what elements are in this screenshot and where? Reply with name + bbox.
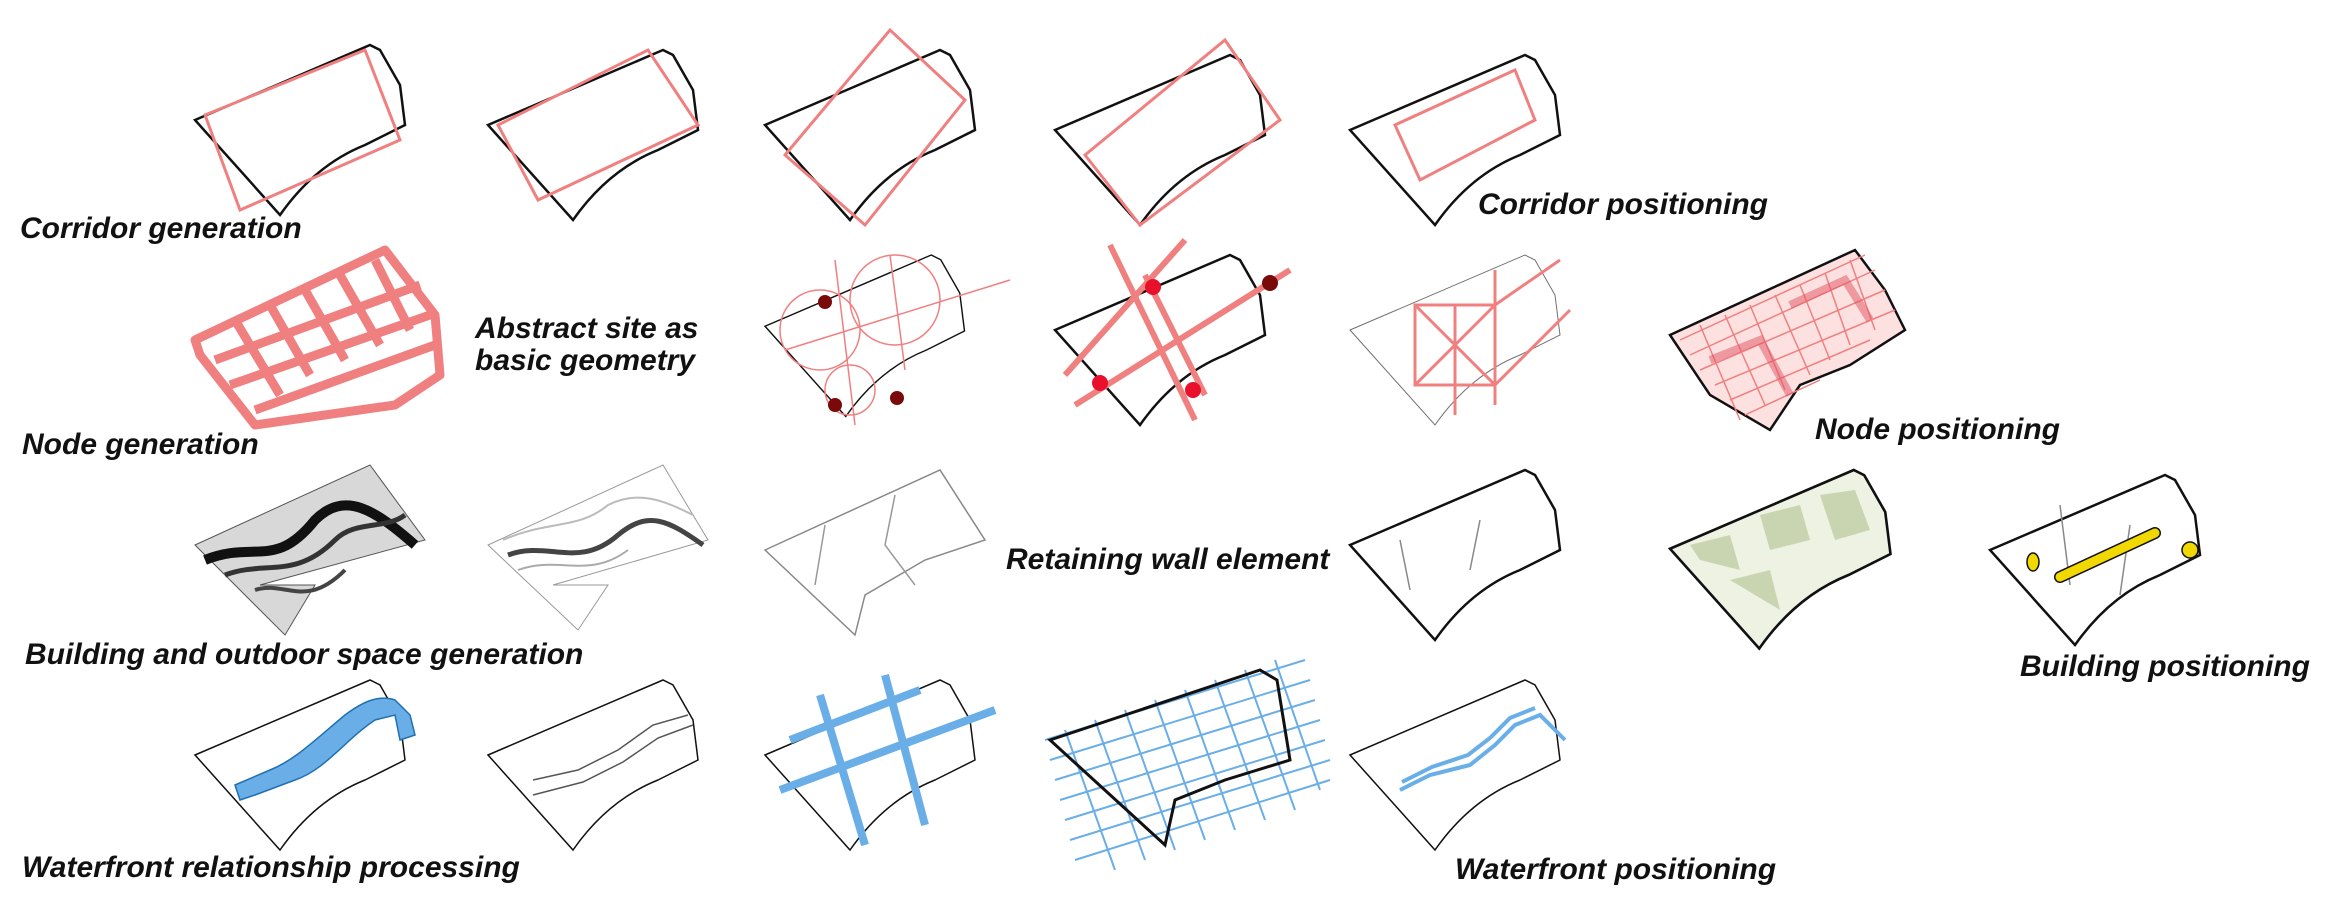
corridor-step-1 bbox=[193, 43, 407, 217]
corridor-step-4 bbox=[1053, 37, 1283, 228]
label-abstract-site-2: basic geometry bbox=[475, 344, 696, 377]
node-lines bbox=[1053, 238, 1292, 427]
label-waterfront-positioning: Waterfront positioning bbox=[1455, 853, 1777, 886]
row-waterfront bbox=[194, 659, 1567, 871]
corridor-step-5 bbox=[1348, 53, 1562, 227]
water-lines bbox=[764, 673, 997, 851]
terrain-contour bbox=[487, 464, 709, 631]
corridor-step-2 bbox=[486, 48, 701, 222]
node-squares bbox=[1349, 254, 1572, 426]
label-building-positioning: Building positioning bbox=[2020, 650, 2310, 683]
water-blob bbox=[194, 679, 416, 851]
label-corridor-positioning: Corridor positioning bbox=[1478, 188, 1768, 221]
row-building bbox=[194, 464, 2202, 650]
vegetation-site bbox=[1668, 468, 1892, 650]
label-node-positioning: Node positioning bbox=[1815, 413, 2060, 446]
label-retaining-wall: Retaining wall element bbox=[1006, 543, 1330, 576]
row-corridor bbox=[193, 27, 1562, 228]
site-outline-clean bbox=[1348, 468, 1562, 642]
waterfront-site bbox=[1349, 679, 1567, 851]
node-grid-3d bbox=[190, 245, 445, 430]
water-grid bbox=[1044, 659, 1331, 871]
label-waterfront-processing: Waterfront relationship processing bbox=[22, 851, 520, 884]
row-node bbox=[190, 238, 1907, 432]
terrain-dark bbox=[194, 464, 426, 636]
label-node-generation: Node generation bbox=[22, 428, 259, 461]
node-dense-grid bbox=[1668, 248, 1907, 432]
building-site bbox=[1988, 473, 2202, 647]
label-abstract-site-1: Abstract site as bbox=[475, 312, 699, 345]
terrain-outline bbox=[763, 469, 987, 637]
corridor-step-3 bbox=[763, 27, 977, 228]
water-outline bbox=[487, 679, 699, 851]
label-building-outdoor: Building and outdoor space generation bbox=[25, 638, 584, 671]
label-corridor-generation: Corridor generation bbox=[20, 212, 302, 245]
node-circles bbox=[764, 254, 1011, 426]
